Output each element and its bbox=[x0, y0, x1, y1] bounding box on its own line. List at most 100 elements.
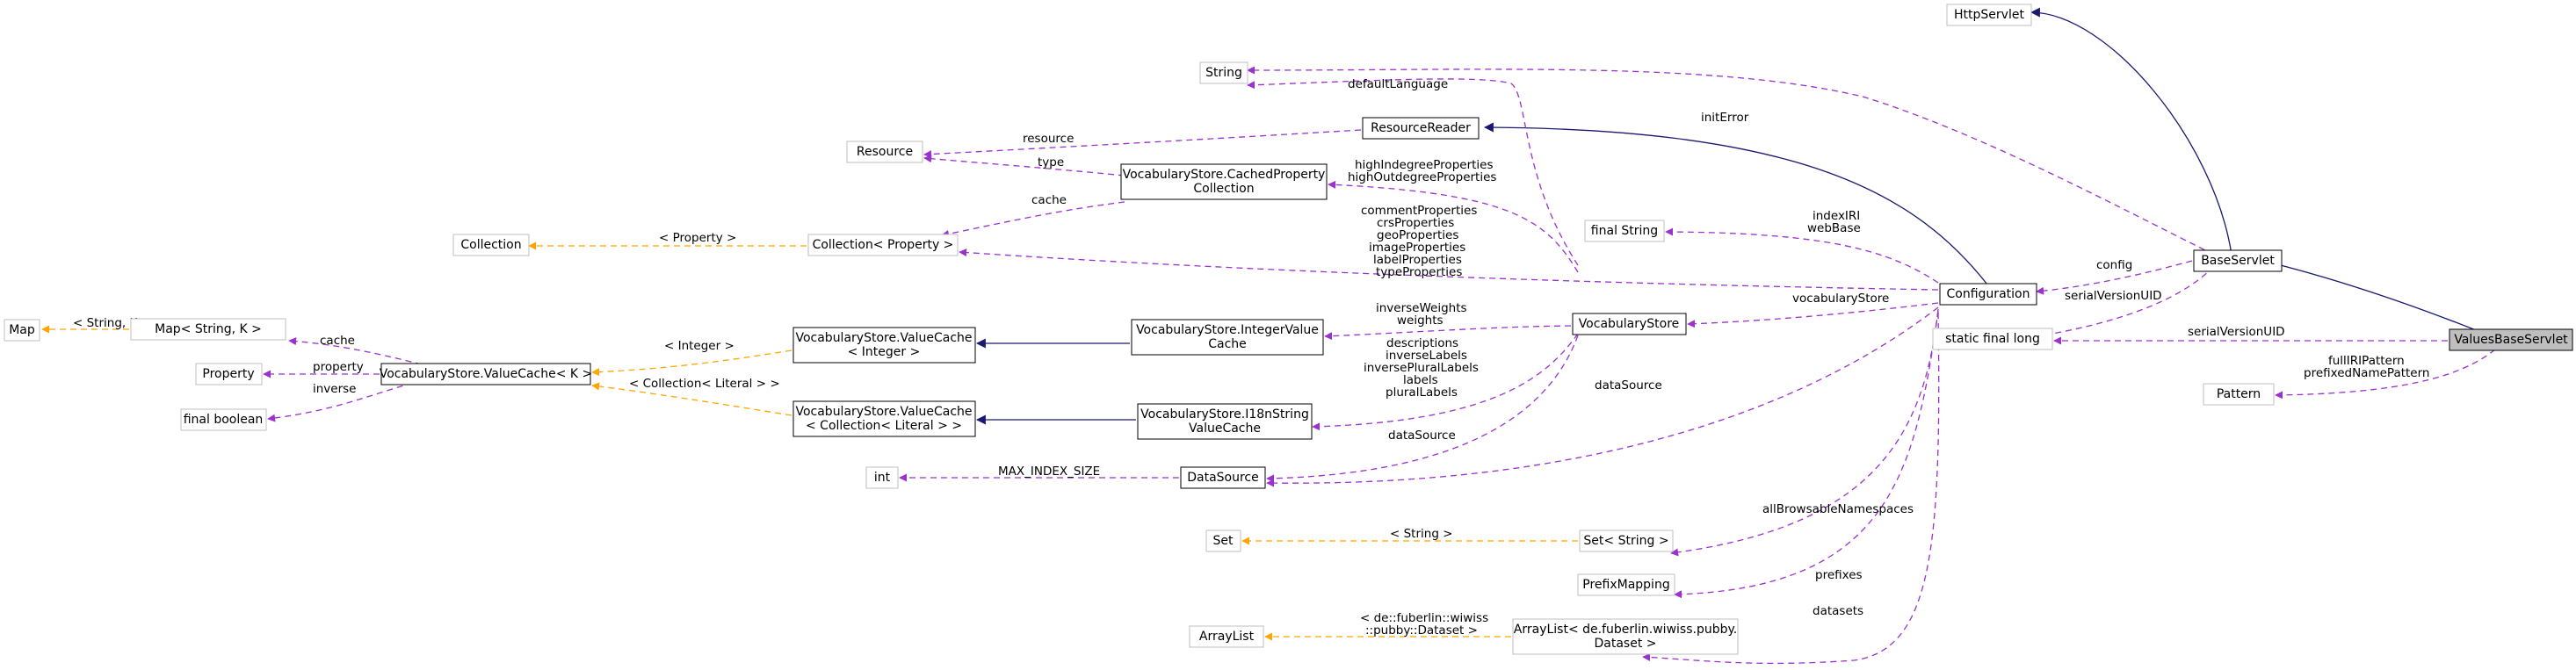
node-string-label: String bbox=[1205, 66, 1242, 80]
label-inverse-weights: inverseWeights bbox=[1376, 301, 1467, 315]
edge-index-iri bbox=[1665, 227, 1939, 284]
edge-descriptions bbox=[1312, 333, 1579, 431]
edge-base-servlet-inherits-http-servlet bbox=[2030, 7, 2232, 256]
label-vocabulary-store: vocabularyStore bbox=[1792, 292, 1889, 306]
node-collection-property[interactable]: Collection< Property > bbox=[807, 234, 959, 256]
node-vocabulary-store[interactable]: VocabularyStore bbox=[1572, 313, 1687, 335]
label-cache-top: cache bbox=[1031, 193, 1067, 207]
node-cached-property-collection[interactable]: VocabularyStore.CachedProperty Collectio… bbox=[1120, 163, 1328, 200]
label-data-source-mid: dataSource bbox=[1388, 429, 1456, 443]
label-collection-literal-template: < Collection< Literal > > bbox=[629, 377, 780, 391]
node-int[interactable]: int bbox=[865, 466, 899, 489]
node-resource-reader-label: ResourceReader bbox=[1371, 121, 1471, 135]
node-http-servlet-label: HttpServlet bbox=[1954, 8, 2024, 22]
edge-prefixes bbox=[1674, 310, 1939, 599]
node-i18n-string-value-cache-label-1: VocabularyStore.I18nString bbox=[1140, 407, 1309, 421]
node-map-label: Map bbox=[9, 323, 35, 337]
edge-data-source-mid bbox=[1266, 335, 1579, 483]
node-data-source-label: DataSource bbox=[1187, 471, 1259, 485]
edge-value-cache-collection-literal-template bbox=[591, 382, 792, 416]
label-default-language: defaultLanguage bbox=[1348, 77, 1448, 91]
node-i18n-string-value-cache[interactable]: VocabularyStore.I18nString ValueCache bbox=[1137, 403, 1313, 440]
node-map-string-k[interactable]: Map< String, K > bbox=[130, 318, 286, 341]
node-property[interactable]: Property bbox=[195, 363, 263, 385]
node-configuration[interactable]: Configuration bbox=[1939, 283, 2037, 306]
label-prefixes: prefixes bbox=[1815, 568, 1863, 582]
node-int-label: int bbox=[874, 471, 891, 485]
node-set[interactable]: Set bbox=[1205, 530, 1241, 552]
node-prefix-mapping[interactable]: PrefixMapping bbox=[1577, 573, 1675, 596]
node-value-cache-k-label: VocabularyStore.ValueCache< K > bbox=[380, 367, 593, 381]
label-property: property bbox=[313, 360, 364, 374]
node-final-boolean[interactable]: final boolean bbox=[180, 408, 267, 431]
label-config: config bbox=[2096, 258, 2132, 272]
node-array-list-dataset-label-1: ArrayList< de.fuberlin.wiwiss.pubby. bbox=[1514, 623, 1737, 637]
node-values-base-servlet-label: ValuesBaseServlet bbox=[2454, 333, 2568, 347]
node-final-string[interactable]: final String bbox=[1584, 220, 1665, 242]
label-serial-version-uid-right: serialVersionUID bbox=[2188, 325, 2285, 339]
node-base-servlet[interactable]: BaseServlet bbox=[2193, 249, 2283, 272]
node-string[interactable]: String bbox=[1199, 61, 1248, 84]
edge-cache-top bbox=[941, 201, 1125, 238]
edge-all-browsable-namespaces bbox=[1670, 308, 1939, 557]
label-full-iri-pattern: fullIRIPattern bbox=[2328, 354, 2405, 368]
edge-init-error bbox=[1247, 66, 2215, 256]
node-value-cache-integer-label-1: VocabularyStore.ValueCache bbox=[795, 331, 972, 345]
label-dataset-template-1: < de::fuberlin::wiwiss bbox=[1360, 611, 1488, 625]
edge-default-language bbox=[1247, 78, 1579, 266]
node-collection[interactable]: Collection bbox=[452, 234, 530, 256]
node-pattern-label: Pattern bbox=[2217, 387, 2261, 401]
node-value-cache-k[interactable]: VocabularyStore.ValueCache< K > bbox=[380, 363, 593, 385]
nodes: HttpServlet String ResourceReader Resour… bbox=[4, 4, 2573, 655]
node-values-base-servlet[interactable]: ValuesBaseServlet bbox=[2449, 328, 2573, 351]
node-pattern[interactable]: Pattern bbox=[2203, 383, 2275, 406]
node-collection-label: Collection bbox=[460, 238, 521, 252]
node-map-string-k-label: Map< String, K > bbox=[155, 322, 262, 336]
label-cache-left: cache bbox=[320, 334, 355, 348]
node-resource[interactable]: Resource bbox=[846, 140, 923, 163]
edge-values-base-servlet-inherits-base-servlet bbox=[2265, 259, 2477, 331]
label-plural-labels: pluralLabels bbox=[1386, 385, 1458, 400]
node-integer-value-cache[interactable]: VocabularyStore.IntegerValue Cache bbox=[1131, 319, 1324, 356]
node-static-final-long[interactable]: static final long bbox=[1932, 328, 2053, 350]
edge-type bbox=[923, 155, 1125, 177]
label-labels: labels bbox=[1403, 373, 1438, 387]
label-integer-template: < Integer > bbox=[664, 339, 734, 353]
node-i18n-string-value-cache-label-2: ValueCache bbox=[1189, 421, 1261, 436]
edge-data-source-right bbox=[1266, 306, 1939, 487]
label-data-source-right: dataSource bbox=[1595, 378, 1662, 393]
label-high-indegree: highIndegreeProperties bbox=[1355, 158, 1494, 172]
node-resource-label: Resource bbox=[857, 145, 913, 159]
label-index-iri: indexIRI bbox=[1813, 209, 1860, 223]
edge-cache-left bbox=[288, 337, 423, 365]
label-all-browsable-namespaces: allBrowsableNamespaces bbox=[1762, 502, 1914, 516]
node-resource-reader[interactable]: ResourceReader bbox=[1362, 117, 1480, 140]
node-cached-property-collection-label-1: VocabularyStore.CachedProperty bbox=[1123, 168, 1326, 182]
node-http-servlet[interactable]: HttpServlet bbox=[1946, 4, 2032, 26]
node-array-list-dataset[interactable]: ArrayList< de.fuberlin.wiwiss.pubby. Dat… bbox=[1512, 618, 1739, 655]
node-data-source[interactable]: DataSource bbox=[1180, 466, 1266, 489]
node-map[interactable]: Map bbox=[4, 319, 40, 342]
node-set-string[interactable]: Set< String > bbox=[1579, 530, 1674, 552]
label-max-index-size: MAX_INDEX_SIZE bbox=[998, 465, 1100, 479]
node-value-cache-collection-literal-label-2: < Collection< Literal > > bbox=[806, 419, 962, 433]
node-value-cache-integer-label-2: < Integer > bbox=[848, 345, 921, 359]
label-dataset-template-2: ::pubby::Dataset > bbox=[1365, 623, 1478, 638]
edge-inverse-weights bbox=[1324, 325, 1572, 341]
label-web-base: webBase bbox=[1807, 221, 1861, 235]
node-property-label: Property bbox=[202, 367, 254, 381]
label-comment-properties: commentProperties bbox=[1361, 204, 1477, 218]
label-descriptions: descriptions bbox=[1386, 336, 1458, 350]
edge-configuration-inherits-resource-reader bbox=[1483, 122, 1988, 285]
node-value-cache-collection-literal[interactable]: VocabularyStore.ValueCache < Collection<… bbox=[792, 400, 976, 437]
label-prefixed-name-pattern: prefixedNamePattern bbox=[2304, 366, 2429, 380]
node-integer-value-cache-label-2: Cache bbox=[1208, 337, 1247, 351]
label-inverse-plural-labels: inversePluralLabels bbox=[1364, 361, 1479, 375]
edges bbox=[41, 7, 2496, 665]
label-inverse: inverse bbox=[313, 382, 357, 396]
node-value-cache-integer[interactable]: VocabularyStore.ValueCache < Integer > bbox=[792, 327, 976, 364]
node-array-list[interactable]: ArrayList bbox=[1189, 625, 1264, 648]
node-array-list-dataset-label-2: Dataset > bbox=[1594, 637, 1656, 651]
node-prefix-mapping-label: PrefixMapping bbox=[1582, 578, 1669, 592]
